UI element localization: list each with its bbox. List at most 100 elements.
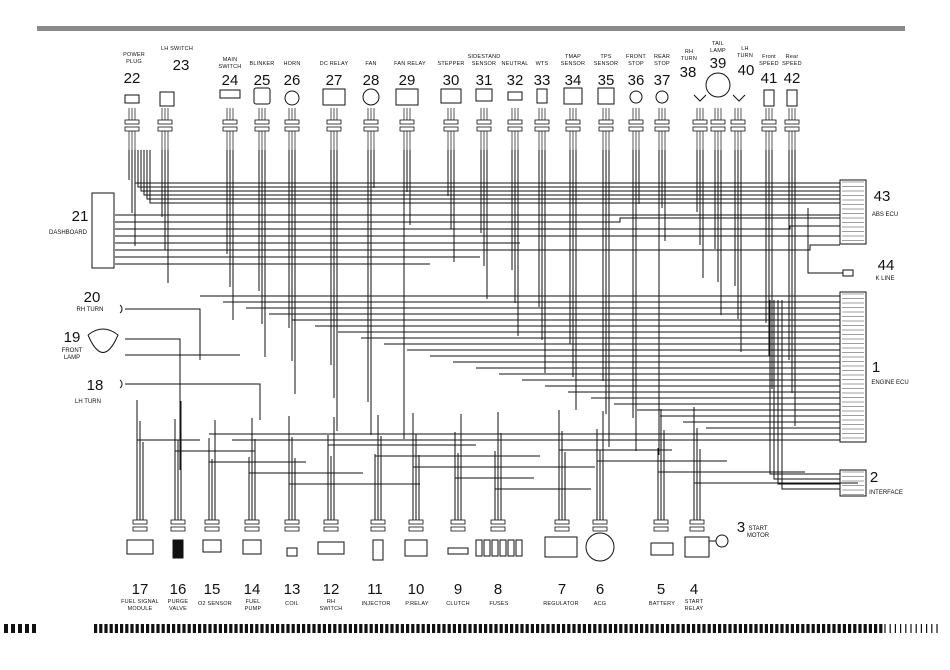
label-line: VALVE	[169, 606, 187, 612]
label-line: SPEED	[782, 61, 802, 67]
footer-mark	[640, 624, 644, 633]
connector-plug	[476, 126, 492, 132]
component-number: 28	[363, 72, 380, 89]
footer-mark	[837, 624, 841, 633]
component-34: TMAP SENSOR 34	[561, 54, 585, 89]
footer-mark	[629, 624, 633, 633]
footer-mark	[234, 624, 238, 633]
footer-mark	[525, 624, 529, 633]
connector-plug	[490, 526, 506, 532]
footer-mark	[187, 624, 191, 633]
component-number: 43	[874, 188, 891, 205]
connector-plug	[124, 126, 140, 132]
connector-plug	[132, 519, 148, 525]
label-line: NEUTRAL	[501, 61, 528, 67]
footer-mark	[785, 624, 789, 633]
interface-connector	[839, 469, 867, 497]
footer-mark	[676, 624, 680, 633]
footer-mark	[229, 624, 233, 633]
label-line: SENSOR	[472, 61, 496, 67]
label-line: INJECTOR	[361, 601, 390, 607]
component-13: 13 COIL	[284, 581, 301, 607]
label-line: MOTOR	[747, 533, 770, 539]
rh-switch-icon	[317, 541, 345, 555]
component-number: 33	[534, 72, 551, 89]
horn-icon	[284, 90, 300, 106]
component-27: DC RELAY 27	[320, 61, 349, 89]
component-number: 22	[124, 70, 141, 87]
neutral-icon	[507, 91, 523, 101]
component-5: 5 BATTERY	[649, 581, 675, 607]
footer-mark	[364, 624, 368, 633]
label-line: K LINE	[875, 276, 894, 282]
fuel-module-icon	[126, 539, 154, 555]
k-line-connector	[842, 269, 854, 277]
label-line: CLUTCH	[446, 601, 470, 607]
front-stop-icon	[629, 90, 643, 104]
component-number: 31	[476, 72, 493, 89]
footer-mark	[239, 624, 243, 633]
connector-plug	[326, 126, 342, 132]
footer-mark	[385, 624, 389, 633]
footer-mark	[520, 624, 524, 633]
label-line: RH	[327, 599, 335, 605]
connector-plug	[761, 126, 777, 132]
footer-mark	[577, 624, 581, 633]
engine-ecu-connector	[839, 291, 867, 443]
top-components: POWER PLUG 22 LH SWITCH 23 MAIN SWITCH 2…	[123, 41, 802, 89]
component-12: 12 RH SWITCH	[320, 581, 343, 612]
component-number: 13	[284, 581, 301, 598]
acg-icon	[585, 532, 615, 562]
footer-mark	[468, 624, 472, 633]
component-9: 9 CLUTCH	[446, 581, 470, 607]
label-line: INTERFACE	[869, 490, 903, 496]
wire	[781, 300, 840, 490]
component-14: 14 FUEL PUMP	[244, 581, 262, 612]
footer-mark	[936, 624, 938, 633]
component-7: 7 REGULATOR	[543, 581, 578, 607]
label-line: DASHBOARD	[49, 230, 88, 236]
footer-mark	[832, 624, 836, 633]
label-line: REAR	[654, 54, 670, 60]
footer-mark	[536, 624, 540, 633]
footer-mark	[416, 624, 420, 633]
component-17: 17 FUEL SIGNAL MODULE	[121, 581, 159, 612]
label-line: TURN	[681, 56, 697, 62]
label-line: FUSES	[489, 601, 508, 607]
footer-mark	[478, 624, 482, 633]
component-number: 5	[657, 581, 665, 598]
label-line: ABS ECU	[872, 212, 898, 218]
rear-speed-icon	[786, 89, 798, 107]
label-line: RH	[685, 49, 693, 55]
footer-mark	[281, 624, 285, 633]
connector-plug	[565, 119, 581, 125]
component-40: LH TURN 40	[737, 46, 754, 79]
component-symbols	[87, 72, 867, 562]
label-line: STEPPER	[437, 61, 464, 67]
footer-mark	[260, 624, 264, 633]
component-number: 27	[326, 72, 343, 89]
footer-mark	[926, 624, 928, 633]
component-number: 4	[690, 581, 698, 598]
footer-mark	[94, 624, 98, 633]
label-line: SPEED	[759, 61, 779, 67]
component-number: 17	[132, 581, 149, 598]
footer-mark	[608, 624, 612, 633]
connector-plug	[554, 526, 570, 532]
component-38: RH TURN 38	[680, 49, 697, 81]
footer-mark	[884, 624, 886, 633]
label-line: MAIN	[223, 57, 238, 63]
wire-layer	[115, 150, 858, 542]
component-number: 39	[710, 55, 727, 72]
connector-plug	[323, 526, 339, 532]
connector-plug	[170, 526, 186, 532]
footer-mark	[18, 624, 22, 633]
wire	[125, 383, 261, 420]
footer-mark	[770, 624, 774, 633]
footer-mark	[556, 624, 560, 633]
footer-mark	[827, 624, 831, 633]
footer-mark	[728, 624, 732, 633]
component-number: 29	[399, 72, 416, 89]
regulator-icon	[544, 536, 578, 558]
footer-mark	[172, 624, 176, 633]
